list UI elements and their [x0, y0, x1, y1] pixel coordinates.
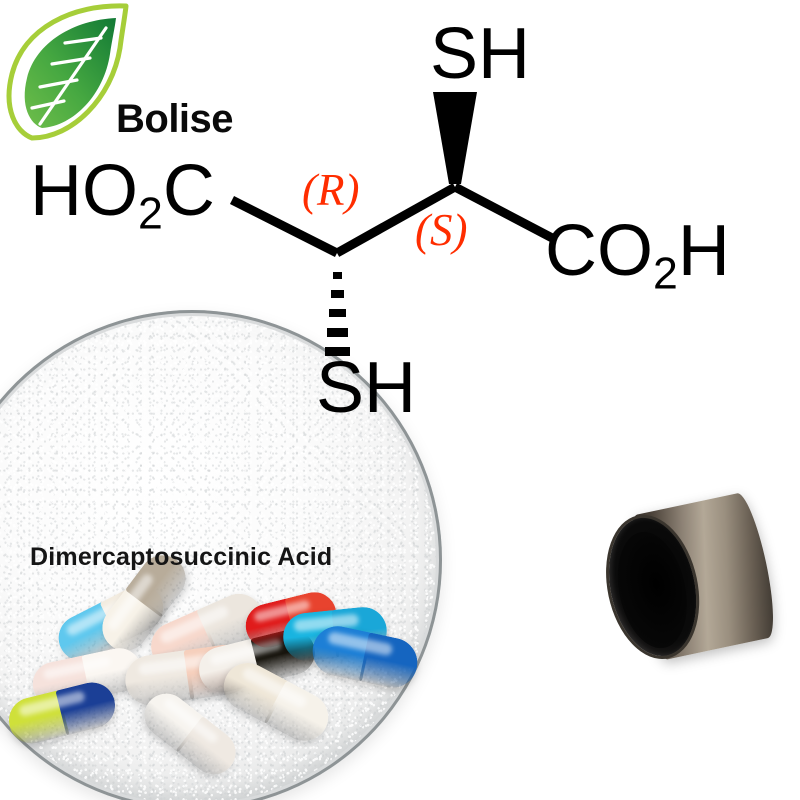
label-left-carboxyl: HO2C [30, 151, 215, 239]
bond-s-to-right-acid [452, 183, 559, 244]
solid-wedge-bond-to-thiol-top [433, 92, 477, 184]
chemical-structure-diagram: HO2C CO2H SH SH (R) (S) [30, 14, 730, 428]
brand-logo: Bolise [0, 0, 260, 150]
photo-collage: Dimercaptosuccinic Acid [0, 300, 800, 800]
label-right-carboxyl: CO2H [545, 211, 730, 299]
stereodescriptor-s: (S) [415, 205, 468, 255]
bond-left-acid-to-r [229, 195, 340, 258]
bond-r-to-s [334, 183, 458, 257]
leaf-icon [6, 3, 129, 141]
label-thiol-bottom: SH [316, 348, 417, 428]
brand-name: Bolise [116, 97, 234, 141]
label-thiol-top: SH [430, 14, 531, 94]
compound-name-label: Dimercaptosuccinic Acid [30, 543, 333, 571]
hashed-wedge-bond-to-thiol-bottom [325, 272, 350, 356]
stereodescriptor-r: (R) [302, 165, 360, 215]
pill-container [596, 490, 784, 670]
bond-skeleton-svg [229, 92, 559, 356]
